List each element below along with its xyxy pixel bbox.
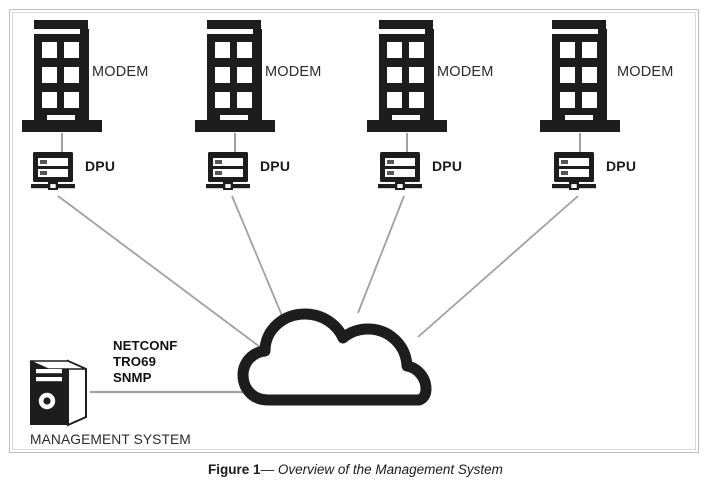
dpu-4-icon [552,152,596,190]
dpu-2-label: DPU [260,158,291,174]
modem-2-label: MODEM [265,64,322,80]
modem-4-icon [540,20,620,132]
dpu-1-icon [31,152,75,190]
modem-2-icon [195,20,275,132]
cloud-icon [237,308,432,406]
figure-caption-number: Figure 1 [208,462,261,477]
edge-dpu3-cloud [357,195,405,314]
edge-dpu2-cloud [231,195,289,331]
modem-4-label: MODEM [617,64,674,80]
figure-frame-inner-border [12,12,696,450]
dpu-1-label: DPU [85,158,116,174]
modem-1-icon [22,20,102,132]
modem-1-label: MODEM [92,64,149,80]
edge-dpu1-cloud [57,195,261,348]
edge-dpu4-cloud [417,195,579,338]
figure-caption-dash: — [260,462,278,477]
protocol-label-netconf: NETCONF [113,338,178,353]
dpu-3-label: DPU [432,158,463,174]
protocol-label-tr069: TRO69 [113,354,157,369]
figure-caption-text: Overview of the Management System [277,462,503,477]
modem-3-label: MODEM [437,64,494,80]
management-system-label: MANAGEMENT SYSTEM [30,432,191,447]
dpu-2-icon [206,152,250,190]
dpu-4-label: DPU [606,158,637,174]
dpu-3-icon [378,152,422,190]
modem-3-icon [367,20,447,132]
figure-caption: Figure 1— Overview of the Management Sys… [0,462,711,477]
connection-lines [57,133,581,394]
computer-tower-icon [29,359,87,427]
protocol-label-snmp: SNMP [113,370,152,385]
